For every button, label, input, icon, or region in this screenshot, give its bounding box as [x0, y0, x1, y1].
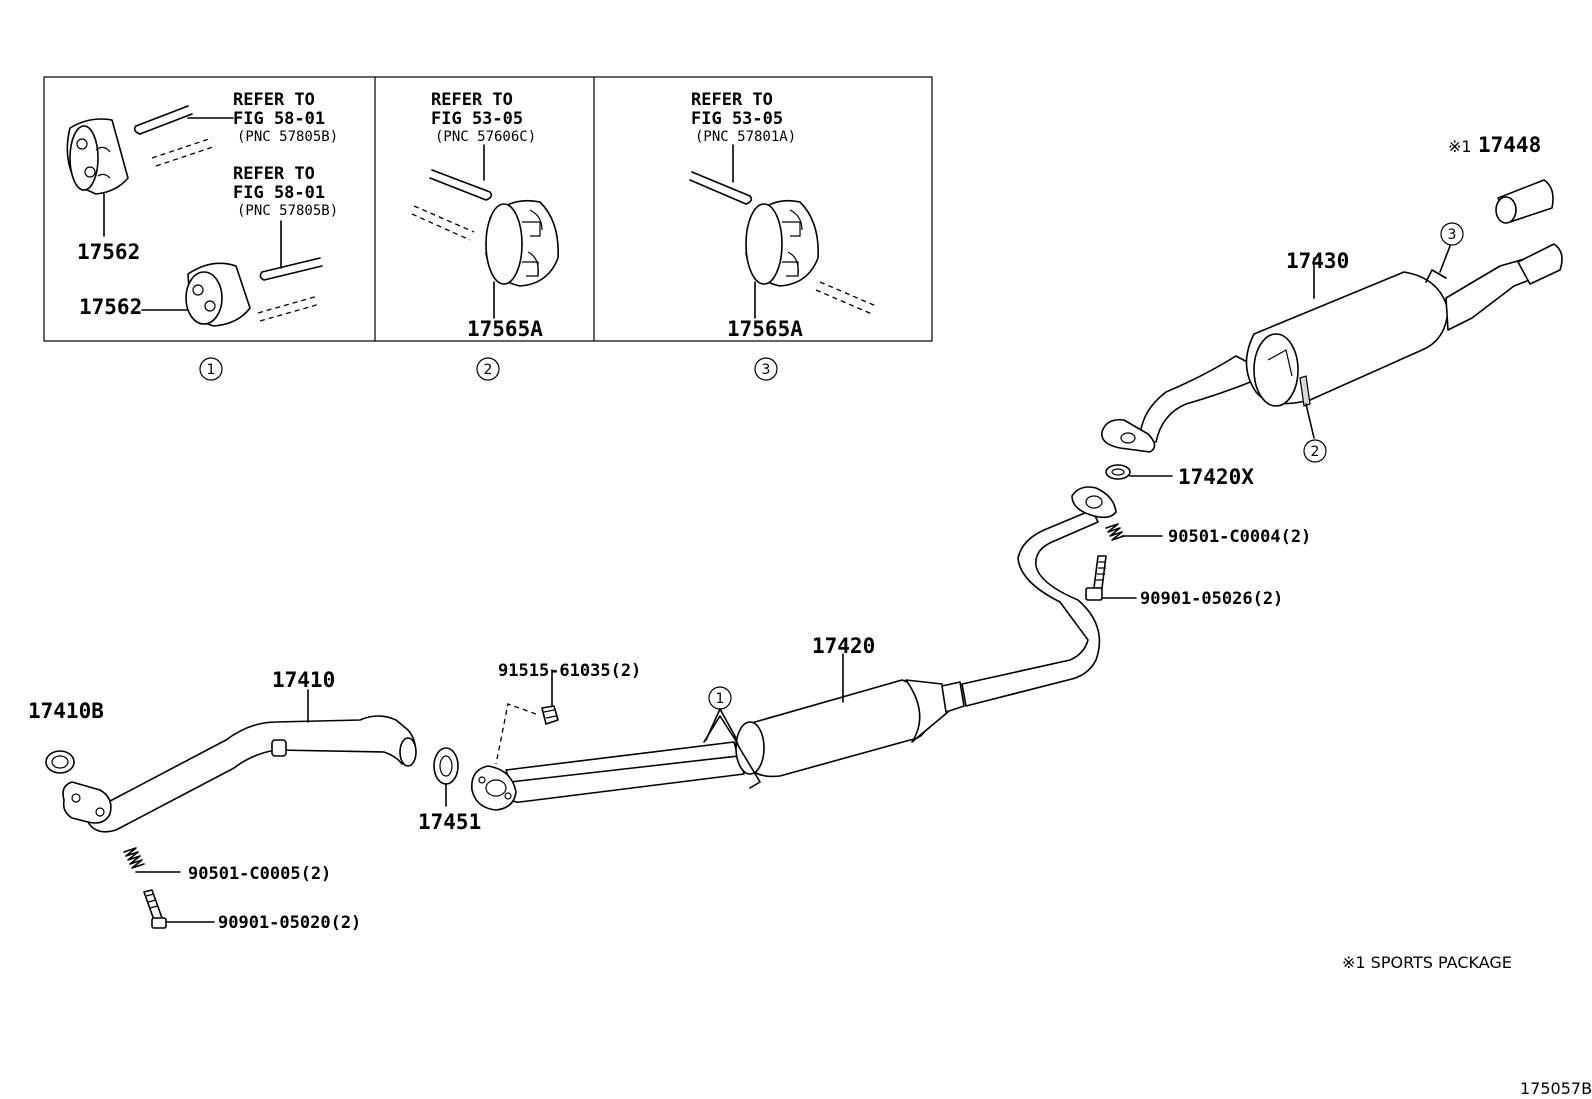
inset-marker-1[interactable]: 1 — [199, 357, 223, 381]
inset-3-ref-line2: FIG 53-05 — [691, 109, 783, 129]
bolt-90901-05020 — [143, 889, 215, 929]
part-17420X-label[interactable]: 17420X — [1178, 465, 1254, 489]
inset-marker-2[interactable]: 2 — [476, 357, 500, 381]
svg-text:3: 3 — [762, 362, 771, 378]
inset-2-ref-pnc: (PNC 57606C) — [435, 129, 536, 145]
part-17562-lower-label[interactable]: 17562 — [79, 295, 142, 319]
spring-90501-C0005 — [123, 847, 181, 873]
inset-1-ref-a-line2: FIG 58-01 — [233, 109, 325, 129]
rubber-hanger-17562-upper — [66, 118, 129, 237]
part-90501-C0005-label[interactable]: 90501-C0005(2) — [188, 864, 331, 884]
part-17451-label[interactable]: 17451 — [418, 810, 481, 834]
part-17448-mark: ※1 — [1448, 137, 1472, 156]
center-pipe-17420 — [471, 486, 1117, 811]
footnote-sports-package: ※1 SPORTS PACKAGE — [1342, 953, 1512, 972]
inset-1-ref-a-line1: REFER TO — [233, 90, 315, 110]
main-marker-3[interactable]: 3 — [1439, 222, 1464, 273]
bolt-90901-05026 — [1085, 555, 1137, 601]
gasket-17451 — [433, 747, 459, 807]
part-17410-label[interactable]: 17410 — [272, 668, 335, 692]
part-90901-05026-label[interactable]: 90901-05026(2) — [1140, 589, 1283, 609]
inset-3-ref-line1: REFER TO — [691, 90, 773, 110]
part-17562-upper-label[interactable]: 17562 — [77, 240, 140, 264]
svg-text:2: 2 — [484, 362, 493, 378]
main-marker-1[interactable]: 1 — [705, 686, 737, 741]
part-17410B-label[interactable]: 17410B — [28, 699, 104, 723]
exhaust-tip-17448 — [1495, 179, 1554, 224]
part-17565A-inset-3-label[interactable]: 17565A — [727, 317, 803, 341]
inset-1: REFER TO FIG 58-01 (PNC 57805B) REFER TO… — [66, 90, 338, 327]
gasket-17410B — [45, 750, 75, 774]
svg-text:3: 3 — [1448, 227, 1457, 243]
svg-text:1: 1 — [716, 691, 725, 707]
figure-code: 175057B — [1520, 1079, 1592, 1098]
inset-1-ref-b-line1: REFER TO — [233, 164, 315, 184]
inset-2: REFER TO FIG 53-05 (PNC 57606C) 17565A — [411, 90, 559, 341]
bolt-91515-61035 — [495, 669, 559, 765]
inset-3: REFER TO FIG 53-05 (PNC 57801A) 17565A — [689, 90, 877, 341]
part-17430-label[interactable]: 17430 — [1286, 249, 1349, 273]
inset-1-ref-b-pnc: (PNC 57805B) — [237, 203, 338, 219]
part-17565A-inset-2-label[interactable]: 17565A — [467, 317, 543, 341]
inset-1-ref-a-pnc: (PNC 57805B) — [237, 129, 338, 145]
tail-muffler-17430 — [1101, 243, 1563, 453]
gasket-17420X — [1105, 464, 1173, 480]
svg-text:1: 1 — [207, 362, 216, 378]
inset-1-ref-b-line2: FIG 58-01 — [233, 183, 325, 203]
main-marker-2[interactable]: 2 — [1303, 403, 1327, 463]
part-17448-label[interactable]: 17448 — [1478, 133, 1541, 157]
rubber-hanger-17562-lower — [141, 262, 251, 327]
inset-frame — [43, 76, 933, 342]
spring-90501-C0004 — [1105, 523, 1163, 541]
inset-3-ref-pnc: (PNC 57801A) — [695, 129, 796, 145]
part-90501-C0004-label[interactable]: 90501-C0004(2) — [1168, 527, 1311, 547]
rubber-hanger-17565A-inset-2 — [485, 199, 559, 287]
part-91515-61035-label[interactable]: 91515-61035(2) — [498, 661, 641, 681]
rubber-hanger-17565A-inset-3 — [745, 199, 819, 287]
inset-2-ref-line2: FIG 53-05 — [431, 109, 523, 129]
front-pipe-17410 — [62, 689, 417, 833]
part-17420-label[interactable]: 17420 — [812, 634, 875, 658]
inset-marker-3[interactable]: 3 — [754, 357, 778, 381]
svg-text:2: 2 — [1311, 444, 1320, 460]
part-90901-05020-label[interactable]: 90901-05020(2) — [218, 913, 361, 933]
inset-2-ref-line1: REFER TO — [431, 90, 513, 110]
